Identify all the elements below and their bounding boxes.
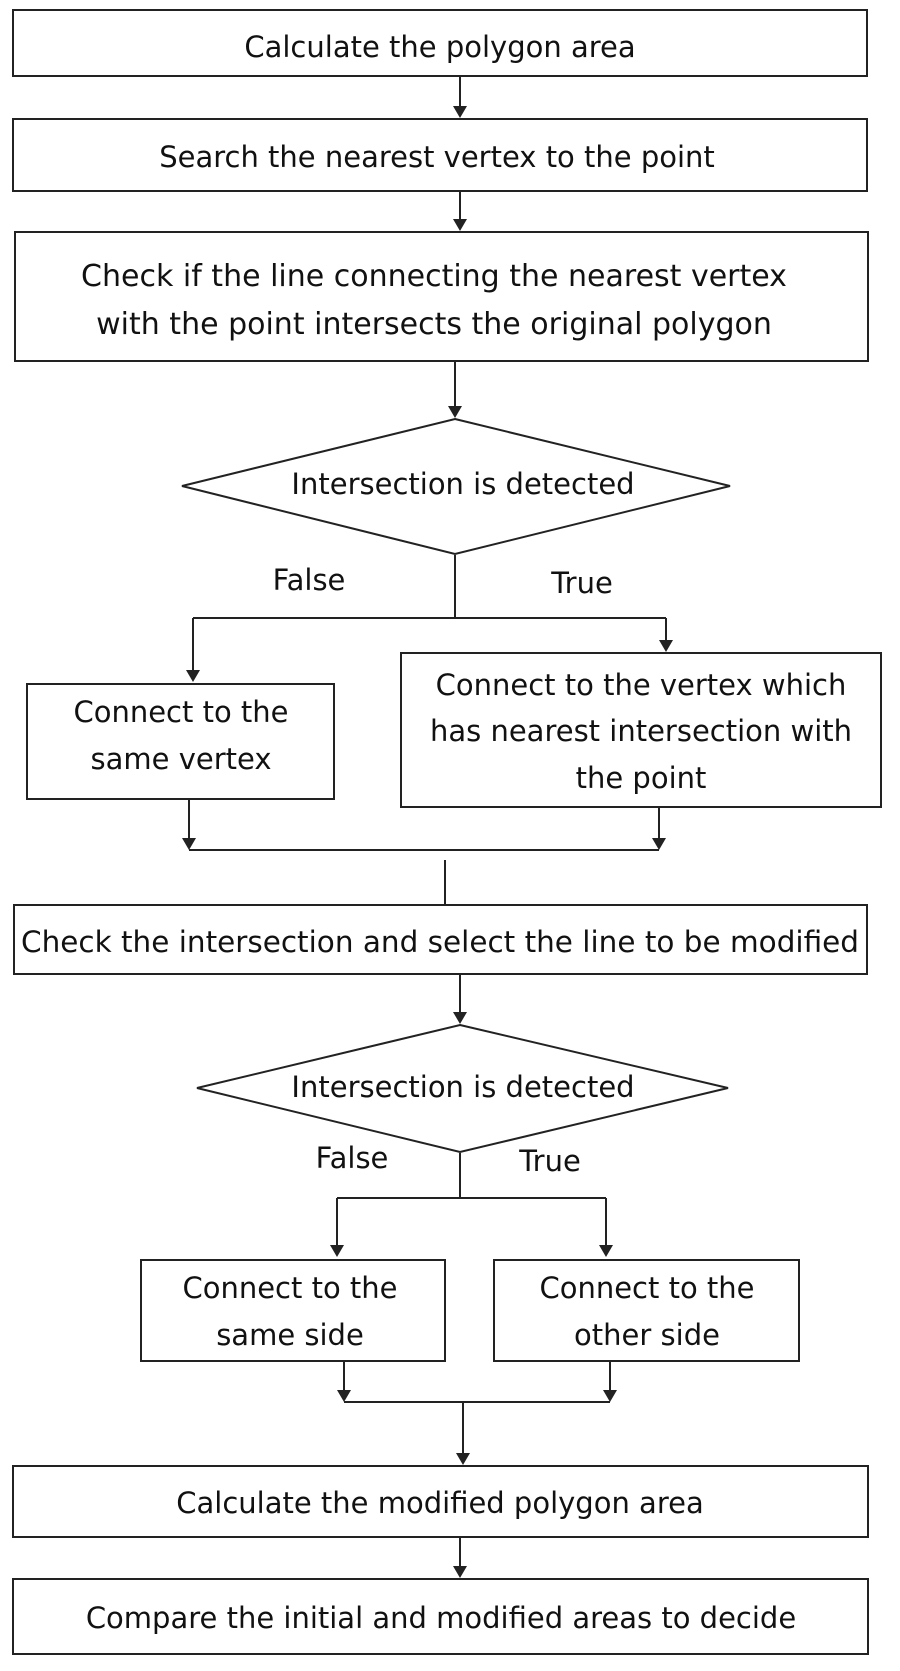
decision-diamond — [181, 417, 731, 556]
arrowhead — [453, 106, 467, 118]
node-connect-other-side: Connect to the other side — [493, 1259, 800, 1362]
process-box — [26, 683, 335, 800]
node-label: Intersection is detected — [291, 467, 634, 501]
node-connect-same-vertex: Connect to the same vertex — [26, 683, 335, 800]
node-connect-same-side: Connect to the same side — [140, 1259, 446, 1362]
node-label: Compare the initial and modified areas t… — [86, 1601, 796, 1635]
node-connect-vertex-nearest: Connect to the vertex which has nearest … — [400, 652, 882, 808]
node-check-select: Check the intersection and select the li… — [13, 904, 868, 975]
arrowhead — [599, 1245, 613, 1257]
node-label-line-2: other side — [574, 1318, 720, 1352]
arrowhead — [330, 1245, 344, 1257]
branch-label-false: False — [273, 563, 346, 597]
arrowhead — [448, 406, 462, 418]
connectors — [182, 77, 673, 1578]
node-label: Calculate the polygon area — [244, 30, 635, 64]
arrowhead — [453, 1012, 467, 1024]
node-label: Intersection is detected — [291, 1070, 634, 1104]
process-box — [12, 1465, 869, 1538]
node-label-line-1: Connect to the — [539, 1271, 754, 1305]
node-decision-2: Intersection is detected — [196, 1023, 729, 1154]
node-label-line-1: Check if the line connecting the nearest… — [81, 259, 787, 294]
arrowhead — [652, 838, 666, 850]
process-box — [13, 904, 868, 975]
process-box — [12, 118, 868, 192]
process-box — [12, 1578, 869, 1655]
arrowhead — [603, 1390, 617, 1402]
arrowhead — [453, 219, 467, 231]
node-label-line-1: Connect to the vertex which — [436, 668, 847, 702]
node-label-line-2: same vertex — [91, 742, 272, 776]
decision-diamond — [196, 1023, 729, 1154]
node-decision-1: Intersection is detected — [181, 417, 731, 556]
node-label-line-2: has nearest intersection with — [430, 714, 852, 748]
branch-label-true: True — [550, 566, 613, 600]
branch-label-true: True — [518, 1144, 581, 1178]
node-label: Check the intersection and select the li… — [21, 925, 859, 959]
node-label-line-1: Connect to the — [182, 1271, 397, 1305]
arrowhead — [186, 670, 200, 682]
node-label-line-1: Connect to the — [73, 695, 288, 729]
node-calculate-area: Calculate the polygon area — [12, 9, 868, 77]
process-box — [493, 1259, 800, 1362]
node-label-line-2: same side — [216, 1318, 364, 1352]
arrowhead — [337, 1390, 351, 1402]
process-box — [12, 9, 868, 77]
process-box — [14, 231, 869, 362]
node-label-line-2: with the point intersects the original p… — [96, 307, 772, 342]
arrowhead — [456, 1453, 470, 1465]
process-box — [400, 652, 882, 808]
node-check-line: Check if the line connecting the nearest… — [14, 231, 869, 362]
node-label: Calculate the modified polygon area — [176, 1486, 703, 1520]
node-label: Search the nearest vertex to the point — [159, 140, 715, 174]
node-compare: Compare the initial and modified areas t… — [12, 1578, 869, 1655]
node-calculate-modified: Calculate the modified polygon area — [12, 1465, 869, 1538]
branch-label-false: False — [316, 1141, 389, 1175]
arrowhead — [182, 838, 196, 850]
node-search-vertex: Search the nearest vertex to the point — [12, 118, 868, 192]
node-label-line-3: the point — [576, 761, 707, 795]
process-box — [140, 1259, 446, 1362]
arrowhead — [659, 640, 673, 652]
arrowhead — [453, 1566, 467, 1578]
